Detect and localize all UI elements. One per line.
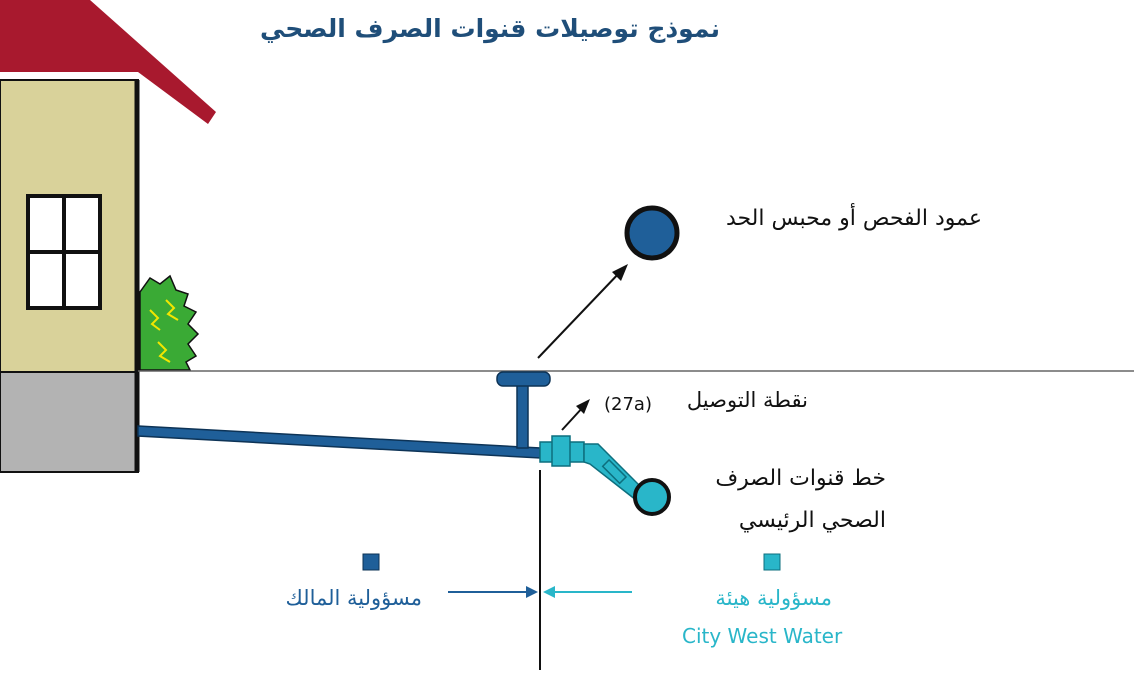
owner-legend-swatch: [362, 553, 380, 571]
authority-legend-swatch: [763, 553, 781, 571]
main-sewer-line-label: خط قنوات الصرف: [715, 466, 886, 491]
house-foundation: [0, 371, 139, 473]
authority-pipe: [539, 435, 671, 516]
connection-point-code: (27a): [604, 394, 652, 415]
authority-responsibility-label: مسؤولية هيئة: [715, 586, 832, 610]
main-sewer-line-label-second-line: الصحي الرئيسي: [738, 508, 886, 533]
house-roof: [0, 0, 216, 124]
diagram-title: نموذج توصيلات قنوات الصرف الصحي: [259, 14, 720, 43]
riser-cap: [496, 371, 551, 387]
inspection-shaft-label: عمود الفحص أو محبس الحد: [725, 206, 982, 231]
inspection-shaft-icon: [624, 205, 680, 261]
connection-point-label: نقطة التوصيل: [686, 388, 808, 412]
owner-responsibility-label: مسؤولية المالك: [285, 586, 422, 610]
arrow-to-connection-point: [561, 399, 590, 431]
window-icon: [26, 194, 102, 310]
shrub-icon: [139, 274, 200, 371]
authority-arrow: [543, 586, 632, 598]
owner-arrow: [448, 586, 538, 598]
arrow-to-inspection-shaft: [537, 264, 628, 359]
authority-name-label: City West Water: [682, 624, 843, 648]
main-sewer-pipe-icon: [633, 478, 671, 516]
house-icon: [0, 0, 216, 473]
owner-pipe: [137, 371, 551, 459]
